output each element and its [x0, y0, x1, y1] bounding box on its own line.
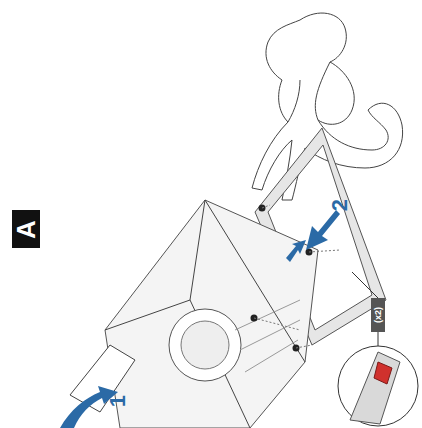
step-number: 2	[327, 199, 353, 211]
machine-door-inner	[181, 321, 229, 369]
badge-text: A	[11, 220, 42, 239]
person-outline	[252, 13, 403, 200]
badge-text: (x2)	[373, 307, 383, 323]
section-badge: A	[12, 210, 40, 248]
machine-door	[169, 309, 241, 381]
washing-machine	[105, 200, 318, 428]
motion-arrow	[306, 210, 340, 250]
alignment-line	[254, 205, 340, 348]
machine-stripes	[235, 300, 300, 372]
control-panel	[70, 345, 135, 412]
person-detail	[288, 62, 330, 122]
motion-arrow	[286, 240, 306, 262]
step-number: 1	[105, 395, 131, 407]
inset-clip	[374, 362, 392, 384]
detail-inset	[338, 346, 418, 426]
quantity-badge: (x2)	[371, 298, 385, 332]
machine-edge	[105, 200, 305, 428]
inset-frame	[350, 352, 400, 424]
